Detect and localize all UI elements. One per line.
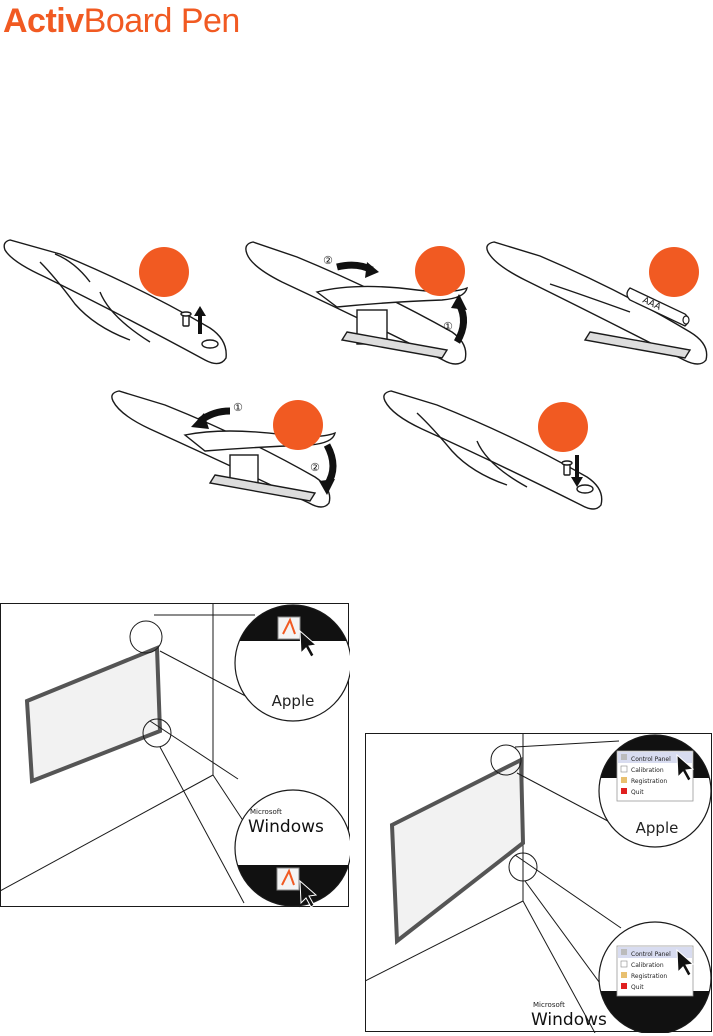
step-2-badge xyxy=(415,246,465,296)
step-4-badge xyxy=(273,400,323,450)
room-panel-right: Control Panel Calibration Registration Q… xyxy=(365,733,713,1033)
windows-menu-item-registration[interactable]: Registration xyxy=(631,973,667,980)
step-2-order-second: ② xyxy=(323,254,333,267)
activmanager-icon xyxy=(278,617,300,639)
apple-menu-item-quit[interactable]: Quit xyxy=(631,789,644,796)
step-5-badge xyxy=(538,402,588,452)
step-2-order-first: ① xyxy=(443,320,453,333)
windows-menu-item-calibration[interactable]: Calibration xyxy=(631,962,664,969)
apple-label: Apple xyxy=(636,819,679,837)
apple-menu-item-calibration[interactable]: Calibration xyxy=(631,767,664,774)
room-panel-left: Apple Microsoft Windows xyxy=(0,603,350,908)
step-4-order-second: ② xyxy=(310,461,320,474)
step-3-illustration: AAA xyxy=(480,232,712,372)
windows-menu-item-quit[interactable]: Quit xyxy=(631,984,644,991)
step-3-badge xyxy=(649,247,699,297)
step-4-illustration: ① ② xyxy=(105,385,345,515)
document-title: ActivBoard Pen xyxy=(3,2,240,42)
apple-label: Apple xyxy=(272,692,315,710)
windows-brand-large: Windows xyxy=(248,817,324,837)
windows-brand-large: Windows xyxy=(531,1010,607,1030)
step-1-badge xyxy=(139,247,189,297)
windows-menu-item-control-panel[interactable]: Control Panel xyxy=(631,951,671,958)
windows-brand-small: Microsoft xyxy=(533,1001,565,1009)
apple-menu-item-control-panel[interactable]: Control Panel xyxy=(631,756,671,763)
title-brand-rest: Board Pen xyxy=(84,2,240,40)
windows-brand-small: Microsoft xyxy=(250,808,282,816)
step-5-illustration xyxy=(377,385,613,515)
step-1-illustration xyxy=(0,232,235,372)
activmanager-tray-icon xyxy=(277,868,299,890)
step-4-order-first: ① xyxy=(233,401,243,414)
title-brand-bold: Activ xyxy=(3,2,84,40)
apple-menu-item-registration[interactable]: Registration xyxy=(631,778,667,785)
step-2-illustration: ② ① xyxy=(237,232,477,372)
